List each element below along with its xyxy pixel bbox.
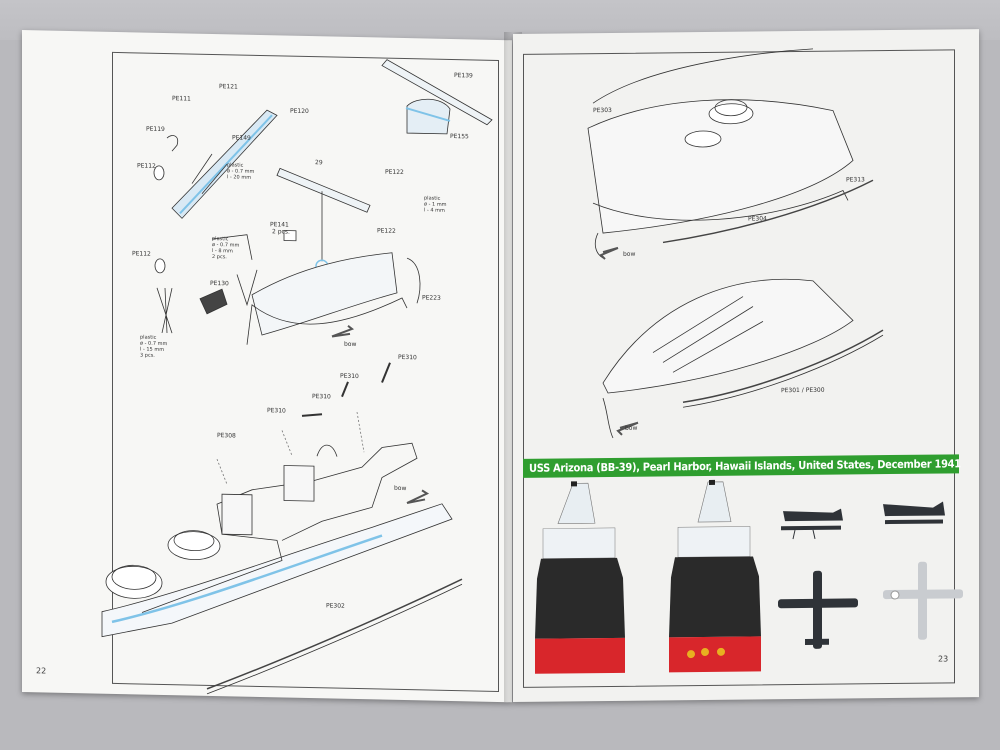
label-bow-r1: bow bbox=[623, 250, 636, 258]
right-page: 23 bbox=[513, 29, 979, 703]
label-pe301-pe300: PE301 / PE300 bbox=[781, 386, 825, 395]
label-pe308: PE308 bbox=[217, 432, 236, 440]
ship-profile-1 bbox=[535, 481, 625, 674]
label-pe121: PE121 bbox=[219, 83, 238, 91]
label-pe303: PE303 bbox=[593, 106, 612, 115]
label-pe310-b: PE310 bbox=[340, 372, 359, 381]
aircraft-top-1 bbox=[778, 570, 858, 649]
label-pe141-qty: 2 pcs. bbox=[272, 228, 290, 236]
label-pe130: PE130 bbox=[210, 279, 229, 288]
label-pe119: PE119 bbox=[146, 125, 165, 133]
label-pe139: PE139 bbox=[454, 72, 473, 80]
label-pe149: PE149 bbox=[232, 134, 251, 142]
label-pe111: PE111 bbox=[172, 95, 191, 103]
right-diagram bbox=[535, 48, 963, 674]
note-plastic-2: plastic ø - 1 mm l - 4 mm bbox=[424, 195, 447, 214]
label-pe302: PE302 bbox=[326, 602, 345, 610]
note-plastic-1: plastic ø - 0.7 mm l - 20 mm bbox=[227, 162, 255, 181]
note-plastic-4: plastic ø - 0.7 mm l - 15 mm 3 pcs. bbox=[140, 334, 168, 359]
label-pe310-a: PE310 bbox=[398, 353, 417, 362]
label-bow-r2: bow bbox=[625, 424, 638, 432]
label-bow-1: bow bbox=[344, 340, 357, 349]
label-bow-2: bow bbox=[394, 484, 407, 493]
note-plastic-3: plastic ø - 0.7 mm l - 8 mm 2 pcs. bbox=[212, 235, 240, 261]
left-diagram bbox=[101, 59, 493, 695]
label-pe112-mid: PE112 bbox=[132, 250, 151, 258]
label-pe155: PE155 bbox=[450, 132, 469, 141]
ship-profile-2 bbox=[669, 479, 761, 673]
label-pe304: PE304 bbox=[748, 215, 767, 223]
aircraft-top-2 bbox=[883, 561, 963, 640]
label-pe120: PE120 bbox=[290, 107, 309, 116]
left-page: 22 bbox=[22, 30, 512, 703]
label-pe122-a: PE122 bbox=[385, 168, 404, 176]
label-pe313: PE313 bbox=[846, 176, 865, 184]
label-step-number: 29 bbox=[315, 159, 323, 167]
aircraft-side-1 bbox=[781, 508, 843, 540]
label-pe310-d: PE310 bbox=[267, 407, 286, 415]
label-pe112-top: PE112 bbox=[137, 162, 156, 170]
label-pe122-b: PE122 bbox=[377, 227, 396, 235]
label-pe310-c: PE310 bbox=[312, 393, 331, 401]
aircraft-side-2 bbox=[883, 501, 945, 525]
label-pe223: PE223 bbox=[422, 294, 441, 302]
